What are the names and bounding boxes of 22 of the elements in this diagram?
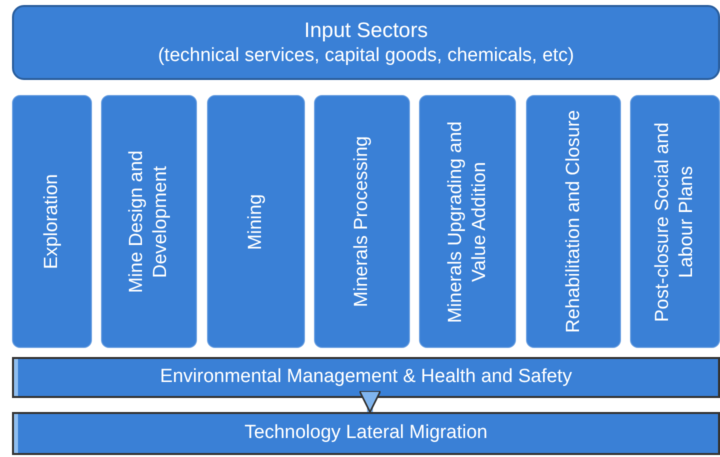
label-text: Minerals Upgrading and Value Addition bbox=[444, 120, 490, 324]
stage-box bbox=[12, 95, 92, 348]
stage-box bbox=[630, 95, 720, 348]
stage-box bbox=[101, 95, 197, 348]
label-text: Rehabilitation and Closure bbox=[562, 110, 585, 333]
label-text: Exploration bbox=[40, 174, 64, 270]
band-box bbox=[12, 357, 720, 398]
band-box bbox=[12, 412, 720, 455]
stage-box bbox=[526, 95, 621, 348]
label-text: Post-closure Social and Labour Plans bbox=[651, 120, 698, 324]
stage-box bbox=[419, 95, 516, 348]
label-text: Technology Lateral Migration bbox=[244, 421, 488, 446]
label-text: Mining bbox=[244, 194, 268, 250]
label-text: Mine Design and Development bbox=[125, 149, 172, 295]
label-text: Minerals Processing bbox=[350, 136, 374, 308]
stage-box bbox=[314, 95, 410, 348]
label-text: Environmental Management & Health and Safety bbox=[160, 365, 572, 390]
arrow bbox=[358, 390, 382, 413]
subheading-text: (technical services, capital goods, chemicals, etc) bbox=[158, 44, 574, 68]
header-box bbox=[12, 5, 720, 80]
heading-text: Input Sectors bbox=[304, 18, 428, 44]
stage-box bbox=[207, 95, 305, 348]
